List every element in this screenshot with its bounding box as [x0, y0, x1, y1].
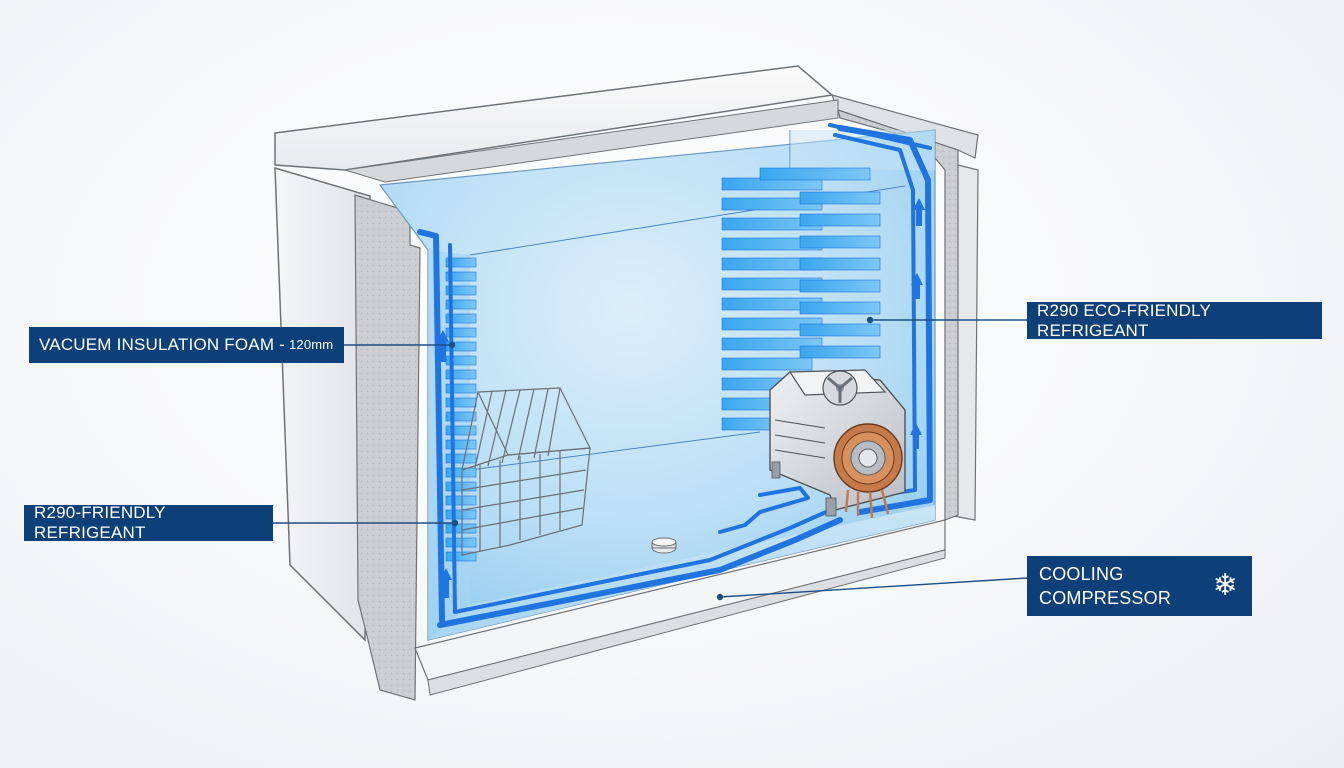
callout-insulation-foam: VACUEM INSULATION FOAM - 120mm	[29, 327, 344, 363]
wire-basket	[461, 387, 591, 556]
callout-r290-eco-label: R290 ECO-FRIENDLY REFRIGEANT	[1037, 300, 1211, 340]
snowflake-icon: ❄	[1212, 569, 1238, 602]
right-evaporator-fins	[721, 167, 881, 431]
refrigerant-lines	[417, 123, 933, 628]
callout-insulation-label: VACUEM INSULATION FOAM -	[39, 335, 285, 354]
callout-compressor-line1: COOLING	[1039, 564, 1124, 584]
compressor-unit	[769, 369, 906, 519]
callout-r290-friendly-label: R290-FRIENDLY REFRIGEANT	[34, 503, 166, 542]
callout-cooling-compressor: COOLING COMPRESSOR ❄	[1027, 556, 1252, 616]
callout-r290-eco-refrigerant: R290 ECO-FRIENDLY REFRIGEANT	[1027, 300, 1322, 340]
cabinet-outer-shell	[274, 65, 979, 642]
left-evaporator-fins	[445, 257, 477, 562]
cold-compartment	[378, 129, 936, 641]
callout-insulation-size: 120mm	[288, 337, 334, 352]
floor-sensor	[651, 537, 677, 554]
callout-leader-lines	[273, 316, 1028, 601]
flow-arrows	[437, 198, 925, 598]
callout-compressor-line2: COMPRESSOR	[1039, 588, 1172, 608]
callout-r290-friendly-refrigerant: R290-FRIENDLY REFRIGEANT	[24, 503, 273, 542]
